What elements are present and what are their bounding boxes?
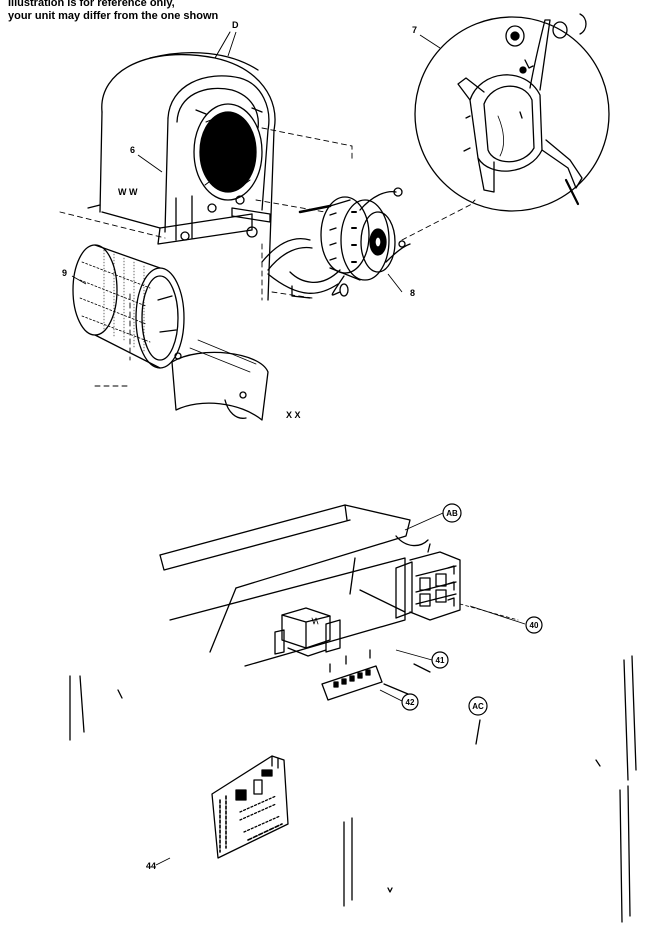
callout-ac-circle <box>468 696 488 716</box>
reference-note-line-2: your unit may differ from the one shown <box>8 10 219 22</box>
cutoff-plate <box>171 339 269 421</box>
callout-ww: W W <box>118 187 138 197</box>
callout-6: 6 <box>130 145 135 155</box>
callout-ac: AC <box>472 702 484 711</box>
callout-40: 40 <box>530 621 539 630</box>
blower-outlet-opening <box>193 103 263 201</box>
callout-44: 44 <box>146 861 156 871</box>
callout-40-circle <box>525 616 543 634</box>
callout-d: D <box>232 20 239 30</box>
callout-ab: AB <box>446 509 458 518</box>
leader-lines <box>71 31 526 866</box>
reference-note-line-1: Illustration is for reference only, <box>8 0 175 9</box>
callout-8: 8 <box>410 288 415 298</box>
control-box-cover <box>159 504 429 653</box>
control-circuit-board <box>211 755 289 859</box>
motor-mount-detail <box>414 13 610 212</box>
blower-motor <box>261 187 411 299</box>
front-door-panel <box>343 785 631 923</box>
callout-42-circle <box>401 693 419 711</box>
callout-9: 9 <box>62 268 67 278</box>
terminal-block <box>321 665 383 701</box>
callout-7: 7 <box>412 25 417 35</box>
callout-labels: D W W 6 7 8 9 X X AB 40 41 42 AC 44 <box>62 20 543 871</box>
callout-xx: X X <box>286 410 301 420</box>
housing-mounting-tabs <box>175 107 271 241</box>
callout-41: 41 <box>436 656 445 665</box>
transformer <box>274 607 371 673</box>
blower-wheel <box>72 244 185 369</box>
cabinet-panels <box>69 655 637 781</box>
control-panel-back-plate <box>169 557 406 667</box>
relay-contactor-assembly <box>395 543 519 621</box>
callout-42: 42 <box>406 698 415 707</box>
blower-housing <box>87 31 276 301</box>
assembly-guide-lines <box>59 127 476 387</box>
